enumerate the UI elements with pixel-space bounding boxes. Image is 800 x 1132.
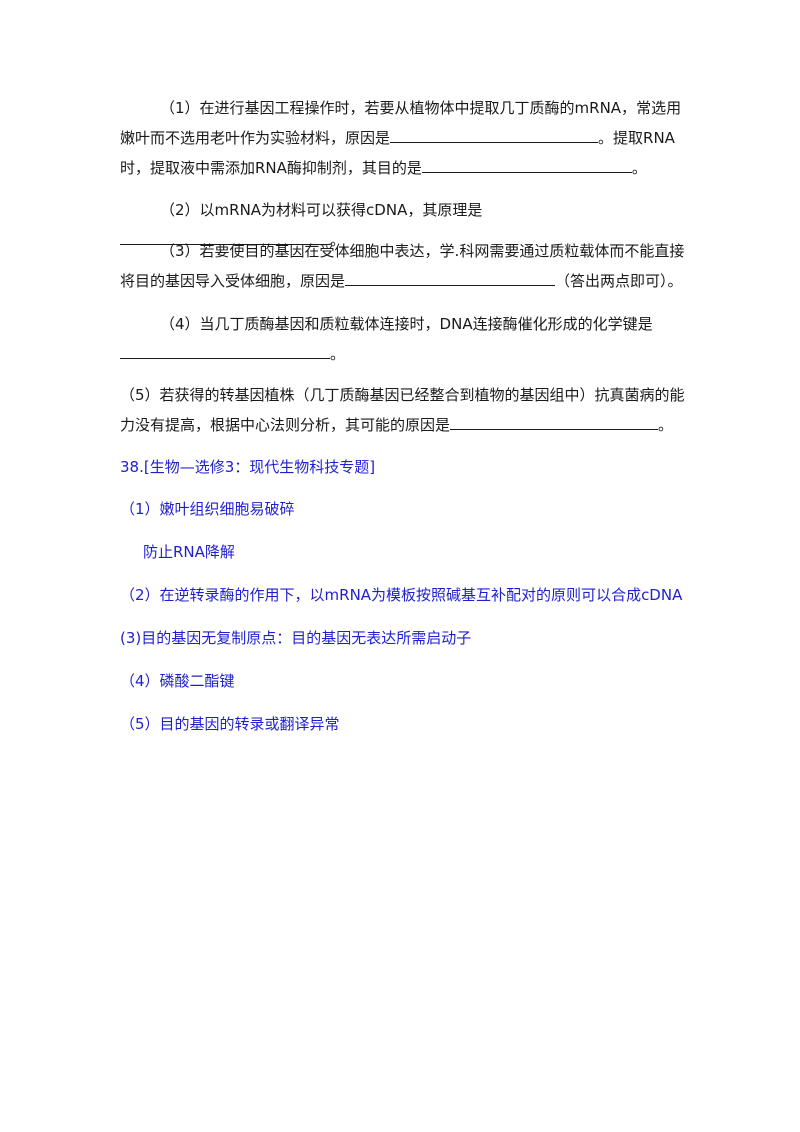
question-4-text-a: （4）当几丁质酶基因和质粒载体连接时，DNA连接酶催化形成的化学键是 [160,315,653,333]
question-1: （1）在进行基因工程操作时，若要从植物体中提取几丁质酶的mRNA，常选用嫩叶而不… [120,93,690,183]
answer-1b: 防止RNA降解 [143,543,235,561]
answer-3: (3)目的基因无复制原点：目的基因无表达所需启动子 [120,629,472,647]
answer-blank-3[interactable] [345,267,556,286]
answer-4: （4）磷酸二酯键 [120,672,235,690]
question-5: （5）若获得的转基因植株（几丁质酶基因已经整合到植物的基因组中）抗真菌病的能力没… [120,380,690,440]
answer-1: （1）嫩叶组织细胞易破碎 [120,500,295,518]
answer-blank-1a[interactable] [390,124,599,143]
question-3: （3）若要使目的基因在受体细胞中表达，学.科网需要通过质粒载体而不能直接将目的基… [120,236,690,296]
question-2-text-a: （2）以mRNA为材料可以获得cDNA，其原理是 [160,201,483,219]
answer-blank-2[interactable] [120,226,330,245]
question-3-text-a: （3）若要使目的基因在受体细胞中表达，学.科网需要通过质粒载体而不能直接将目的基… [120,242,685,290]
answer-heading: 38.[生物—选修3：现代生物科技专题] [120,458,376,476]
question-1-text-a: （1）在进行基因工程操作时，若要从植物体中提取几丁质酶的mRNA，常选用嫩叶而不… [120,99,682,147]
answer-blank-5[interactable] [450,411,659,430]
answer-blank-4[interactable] [120,340,330,359]
question-2: （2）以mRNA为材料可以获得cDNA，其原理是。 [120,195,690,255]
question-1-text-c: 。 [631,159,647,177]
question-3-text-b: （答出两点即可）。 [555,272,683,290]
question-2-text-b: 。 [330,231,346,249]
question-1-text-b: 。提取RNA时，提取液中需添加RNA酶抑制剂，其目的是 [120,129,675,177]
question-4: （4）当几丁质酶基因和质粒载体连接时，DNA连接酶催化形成的化学键是。 [120,309,690,369]
question-5-text-b: 。 [658,416,674,434]
answer-2: （2）在逆转录酶的作用下，以mRNA为模板按照碱基互补配对的原则可以合成cDNA [120,586,683,604]
answer-5: （5）目的基因的转录或翻译异常 [120,715,340,733]
question-4-text-b: 。 [330,345,346,363]
answer-blank-1b[interactable] [421,154,632,173]
question-5-text-a: （5）若获得的转基因植株（几丁质酶基因已经整合到植物的基因组中）抗真菌病的能力没… [120,386,685,434]
